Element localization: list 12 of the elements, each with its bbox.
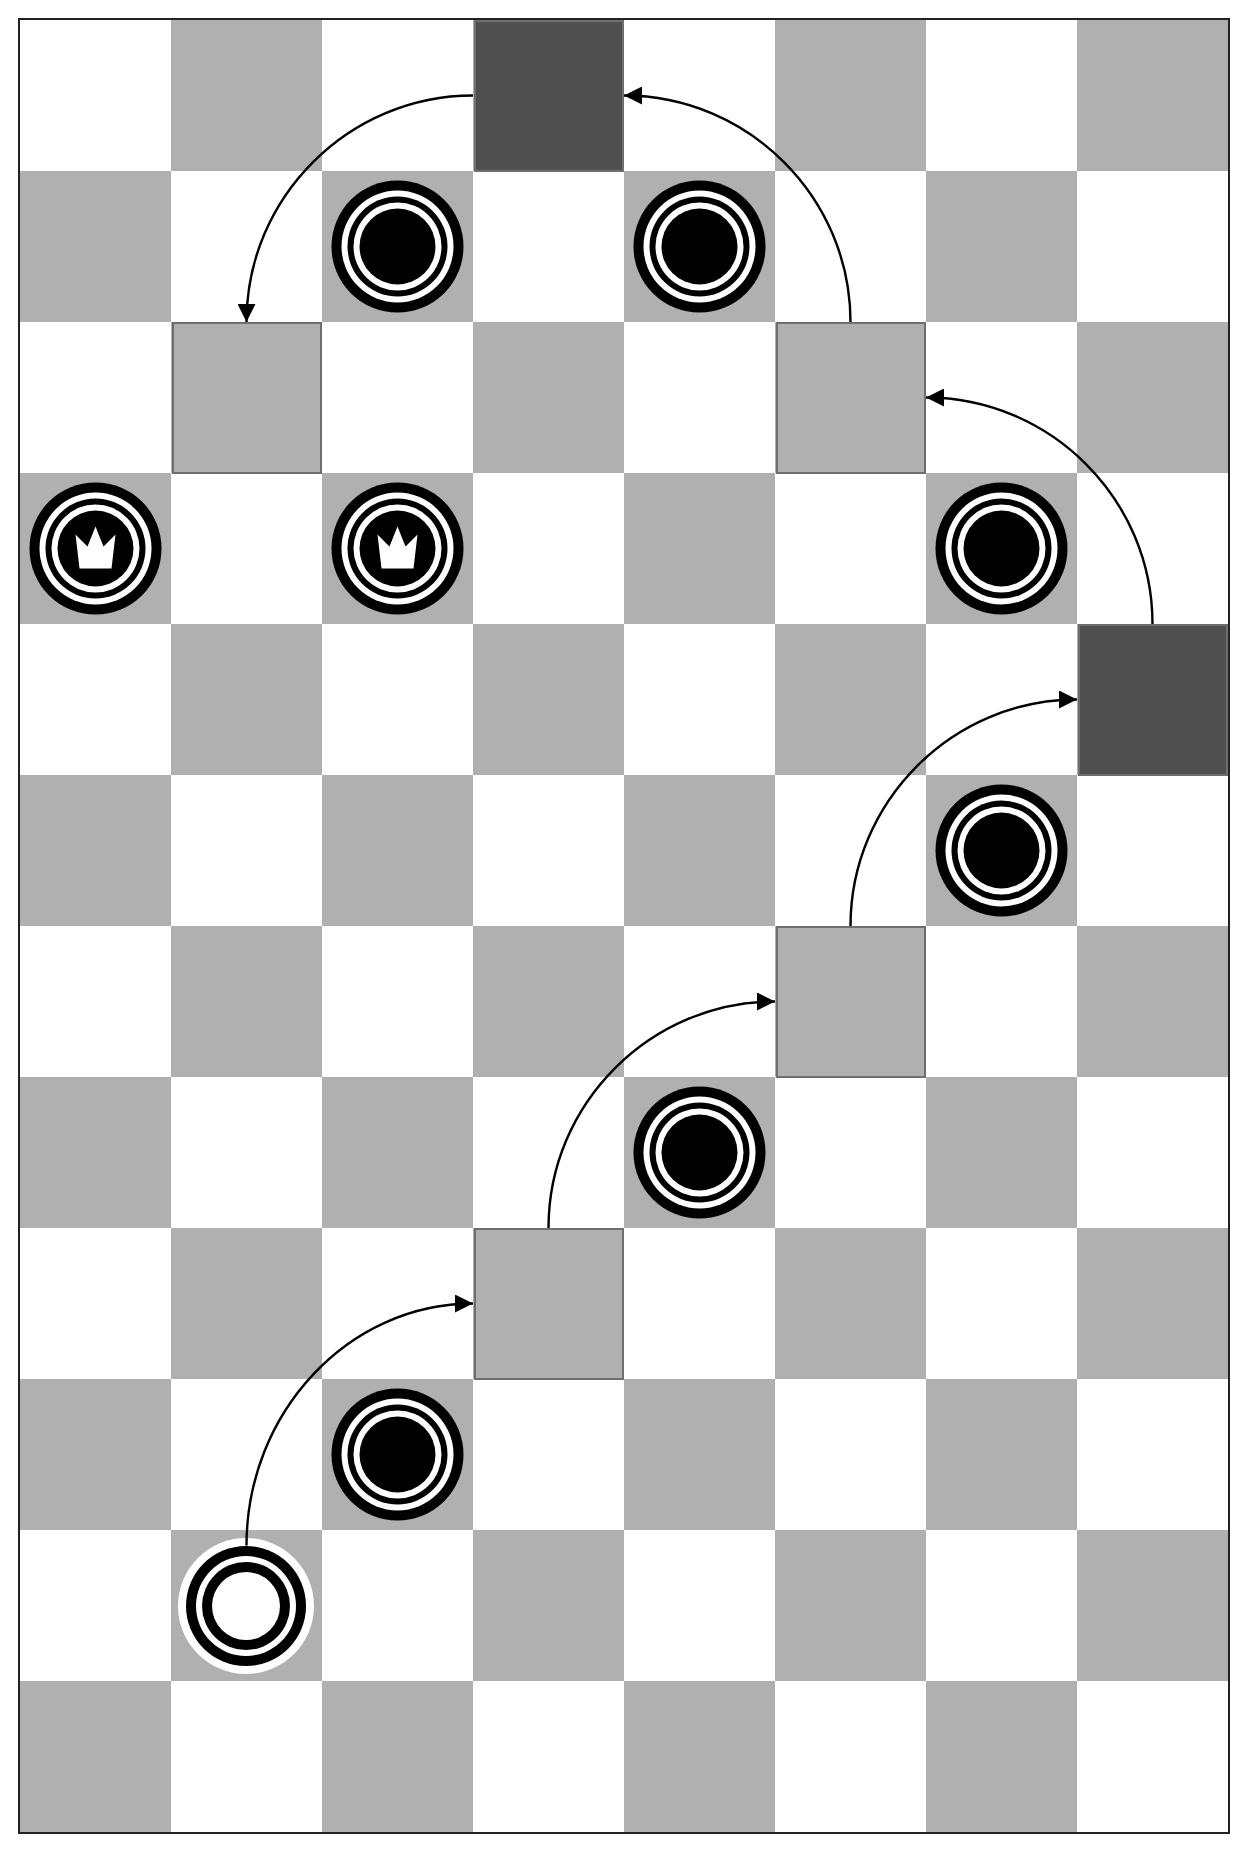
arrow <box>547 993 776 1229</box>
arrow <box>849 691 1078 927</box>
landing-square <box>171 322 322 473</box>
landing-square <box>473 20 624 171</box>
arrow <box>623 87 852 323</box>
landing-square <box>1077 624 1228 775</box>
arrow <box>925 389 1154 625</box>
landing-square <box>775 322 926 473</box>
landing-square <box>473 1228 624 1379</box>
landing-square <box>775 926 926 1077</box>
arrow <box>245 1295 474 1546</box>
arrow <box>238 94 474 323</box>
